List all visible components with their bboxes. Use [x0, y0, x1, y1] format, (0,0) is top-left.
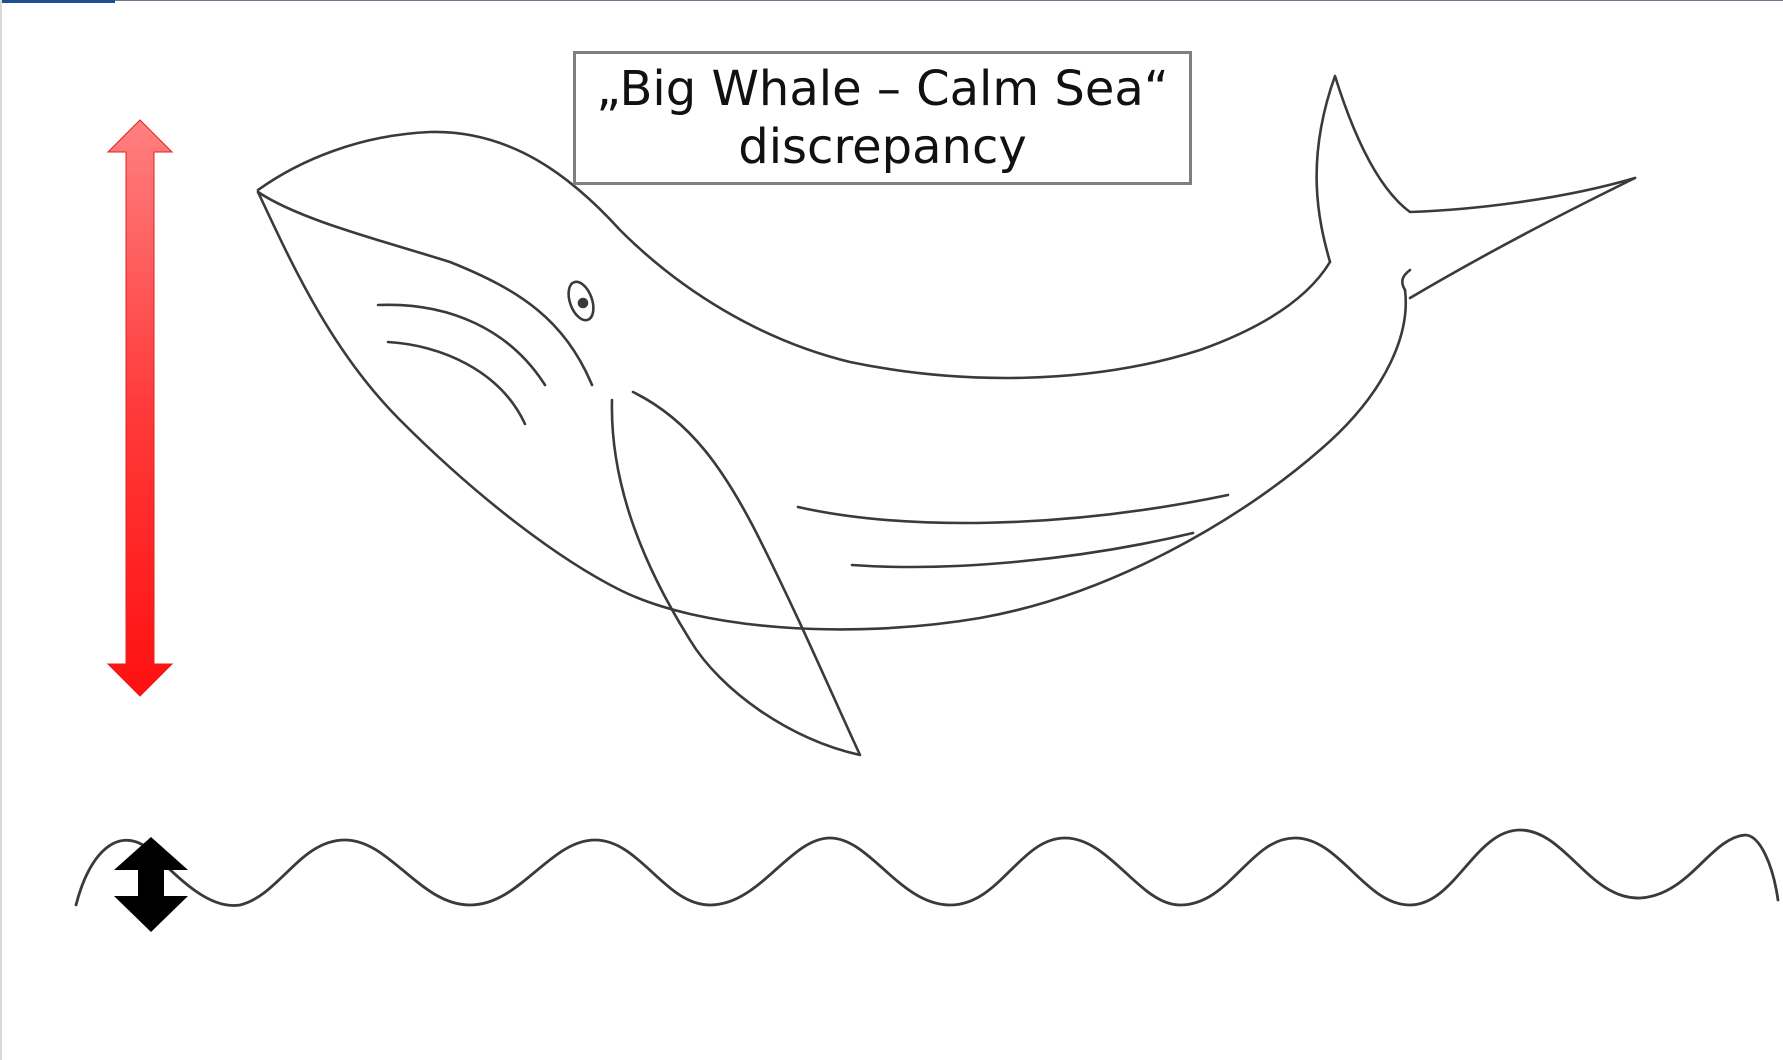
whale-tail-lower-lobe [1410, 178, 1635, 298]
whale-belly-groove-2 [852, 533, 1193, 567]
whale-tail-upper-lobe [1317, 76, 1635, 262]
sea-wave-line [76, 830, 1778, 906]
whale-gill-line-1 [378, 305, 545, 385]
whale-gill-line-2 [388, 342, 525, 424]
whale-underside [258, 192, 1406, 629]
title-line-2: discrepancy [738, 118, 1027, 176]
whale-tail-lower-stem [1402, 270, 1410, 290]
whale-pupil [579, 299, 587, 307]
whale-belly-groove-1 [798, 495, 1228, 523]
small-double-arrow-icon [114, 837, 188, 932]
title-box: „Big Whale – Calm Sea“ discrepancy [573, 51, 1192, 185]
whale-pectoral-fin [612, 392, 860, 755]
large-double-arrow-icon [108, 120, 172, 696]
whale-mouth-line [258, 192, 592, 385]
title-line-1: „Big Whale – Calm Sea“ [596, 60, 1168, 118]
